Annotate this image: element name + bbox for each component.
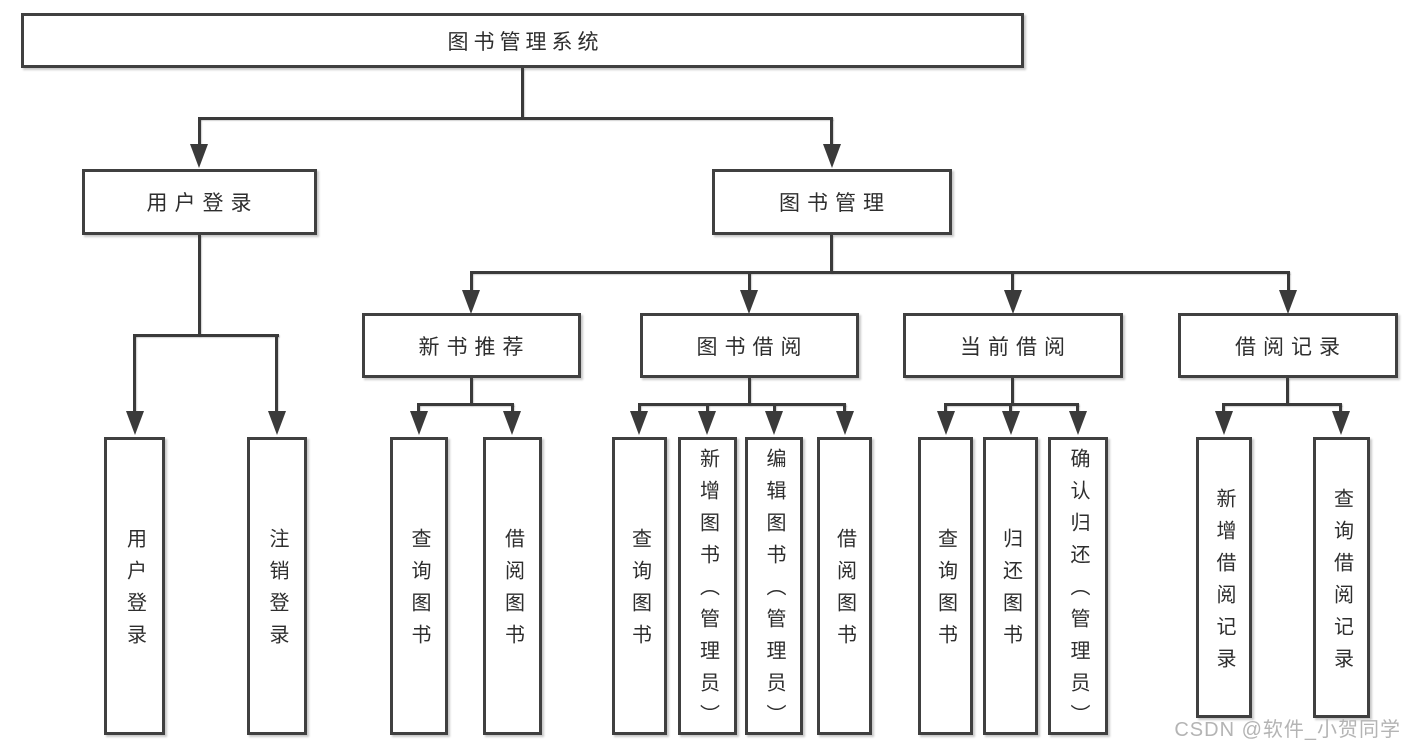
connector-vline: [198, 235, 201, 336]
leaf-user-login: 用户登录: [104, 437, 165, 735]
connector-vline: [843, 405, 846, 413]
connector-hline: [1222, 403, 1342, 406]
node-borrow-record-label: 借阅记录: [1235, 335, 1347, 359]
leaf-return-book-label: 归还图书: [999, 528, 1022, 656]
leaf-add-borrow-record-label: 新增借阅记录: [1213, 487, 1235, 680]
leaf-add-book-admin-label: 新增图书（管理员）: [696, 448, 719, 736]
leaf-query-borrow-record-label: 查询借阅记录: [1330, 487, 1353, 680]
connector-vline: [198, 119, 201, 147]
connector-vline: [773, 405, 776, 413]
connector-hline: [470, 271, 1290, 274]
connector-vline: [275, 336, 278, 413]
arrow-down: [1004, 290, 1022, 314]
connector-vline: [1009, 405, 1012, 413]
leaf-query-book-current: 查询图书: [918, 437, 973, 735]
arrow-down: [937, 411, 955, 435]
arrow-down: [823, 144, 841, 168]
node-current-borrow: 当前借阅: [903, 313, 1123, 378]
leaf-confirm-return-admin: 确认归还（管理员）: [1048, 437, 1108, 736]
connector-vline: [133, 336, 136, 413]
leaf-query-book-recommend: 查询图书: [390, 437, 448, 735]
leaf-edit-book-admin-label: 编辑图书（管理员）: [763, 448, 785, 736]
arrow-down: [1332, 411, 1350, 435]
node-new-book-recommend-label: 新书推荐: [418, 335, 531, 359]
arrow-down: [630, 411, 648, 435]
node-library-system-label: 图书管理系统: [447, 30, 604, 54]
leaf-return-book: 归还图书: [983, 437, 1038, 735]
connector-vline: [1339, 405, 1342, 413]
connector-vline: [511, 405, 514, 413]
leaf-confirm-return-admin-label: 确认归还（管理员）: [1067, 448, 1089, 736]
node-library-system: 图书管理系统: [21, 13, 1024, 68]
connector-vline: [470, 378, 473, 405]
connector-vline: [1222, 405, 1225, 413]
node-book-borrow: 图书借阅: [640, 313, 859, 378]
leaf-query-borrow-record: 查询借阅记录: [1313, 437, 1370, 718]
arrow-down: [1215, 411, 1233, 435]
csdn-watermark: CSDN @软件_小贺同学: [1174, 719, 1401, 741]
arrow-down: [126, 411, 144, 435]
node-user-login: 用户登录: [82, 169, 317, 235]
leaf-borrow-book-label: 借阅图书: [833, 528, 856, 656]
connector-vline: [944, 405, 947, 413]
node-new-book-recommend: 新书推荐: [362, 313, 581, 378]
arrow-down: [765, 411, 783, 435]
leaf-query-book-borrow-label: 查询图书: [628, 528, 651, 656]
connector-hline: [198, 117, 833, 120]
connector-vline: [748, 378, 751, 405]
connector-vline: [521, 68, 524, 117]
leaf-borrow-book-recommend: 借阅图书: [483, 437, 542, 735]
leaf-logout: 注销登录: [247, 437, 307, 735]
leaf-add-book-admin: 新增图书（管理员）: [678, 437, 737, 736]
connector-vline: [1286, 378, 1289, 405]
leaf-logout-label: 注销登录: [266, 528, 288, 656]
connector-vline: [1011, 378, 1014, 405]
leaf-edit-book-admin: 编辑图书（管理员）: [745, 437, 803, 736]
node-book-borrow-label: 图书借阅: [696, 335, 809, 359]
leaf-query-book-borrow: 查询图书: [612, 437, 667, 735]
connector-hline: [417, 403, 514, 406]
connector-vline: [748, 273, 751, 291]
leaf-query-book-recommend-label: 查询图书: [408, 528, 430, 656]
arrow-down: [503, 411, 521, 435]
leaf-add-borrow-record: 新增借阅记录: [1196, 437, 1252, 718]
connector-vline: [417, 405, 420, 413]
leaf-borrow-book-recommend-label: 借阅图书: [501, 528, 524, 656]
arrow-down: [1279, 290, 1297, 314]
connector-hline: [944, 403, 1079, 406]
connector-vline: [1076, 405, 1079, 413]
arrow-down: [740, 290, 758, 314]
leaf-borrow-book: 借阅图书: [817, 437, 872, 735]
node-book-management-label: 图书管理: [779, 192, 891, 215]
arrow-down: [268, 411, 286, 435]
arrow-down: [836, 411, 854, 435]
connector-vline: [830, 235, 833, 273]
connector-vline: [638, 405, 641, 413]
connector-vline: [830, 119, 833, 147]
connector-vline: [470, 273, 473, 291]
node-user-login-label: 用户登录: [146, 192, 259, 215]
arrow-down: [410, 411, 428, 435]
connector-vline: [706, 405, 709, 413]
node-borrow-record: 借阅记录: [1178, 313, 1398, 378]
node-current-borrow-label: 当前借阅: [960, 335, 1072, 359]
connector-vline: [1287, 273, 1290, 291]
arrow-down: [1069, 411, 1087, 435]
leaf-query-book-current-label: 查询图书: [934, 528, 957, 656]
connector-vline: [1011, 273, 1014, 291]
arrow-down: [698, 411, 716, 435]
node-book-management: 图书管理: [712, 169, 952, 235]
connector-hline: [638, 403, 846, 406]
leaf-user-login-label: 用户登录: [123, 528, 146, 656]
arrow-down: [1002, 411, 1020, 435]
arrow-down: [190, 144, 208, 168]
connector-hline: [133, 334, 279, 337]
arrow-down: [462, 290, 480, 314]
